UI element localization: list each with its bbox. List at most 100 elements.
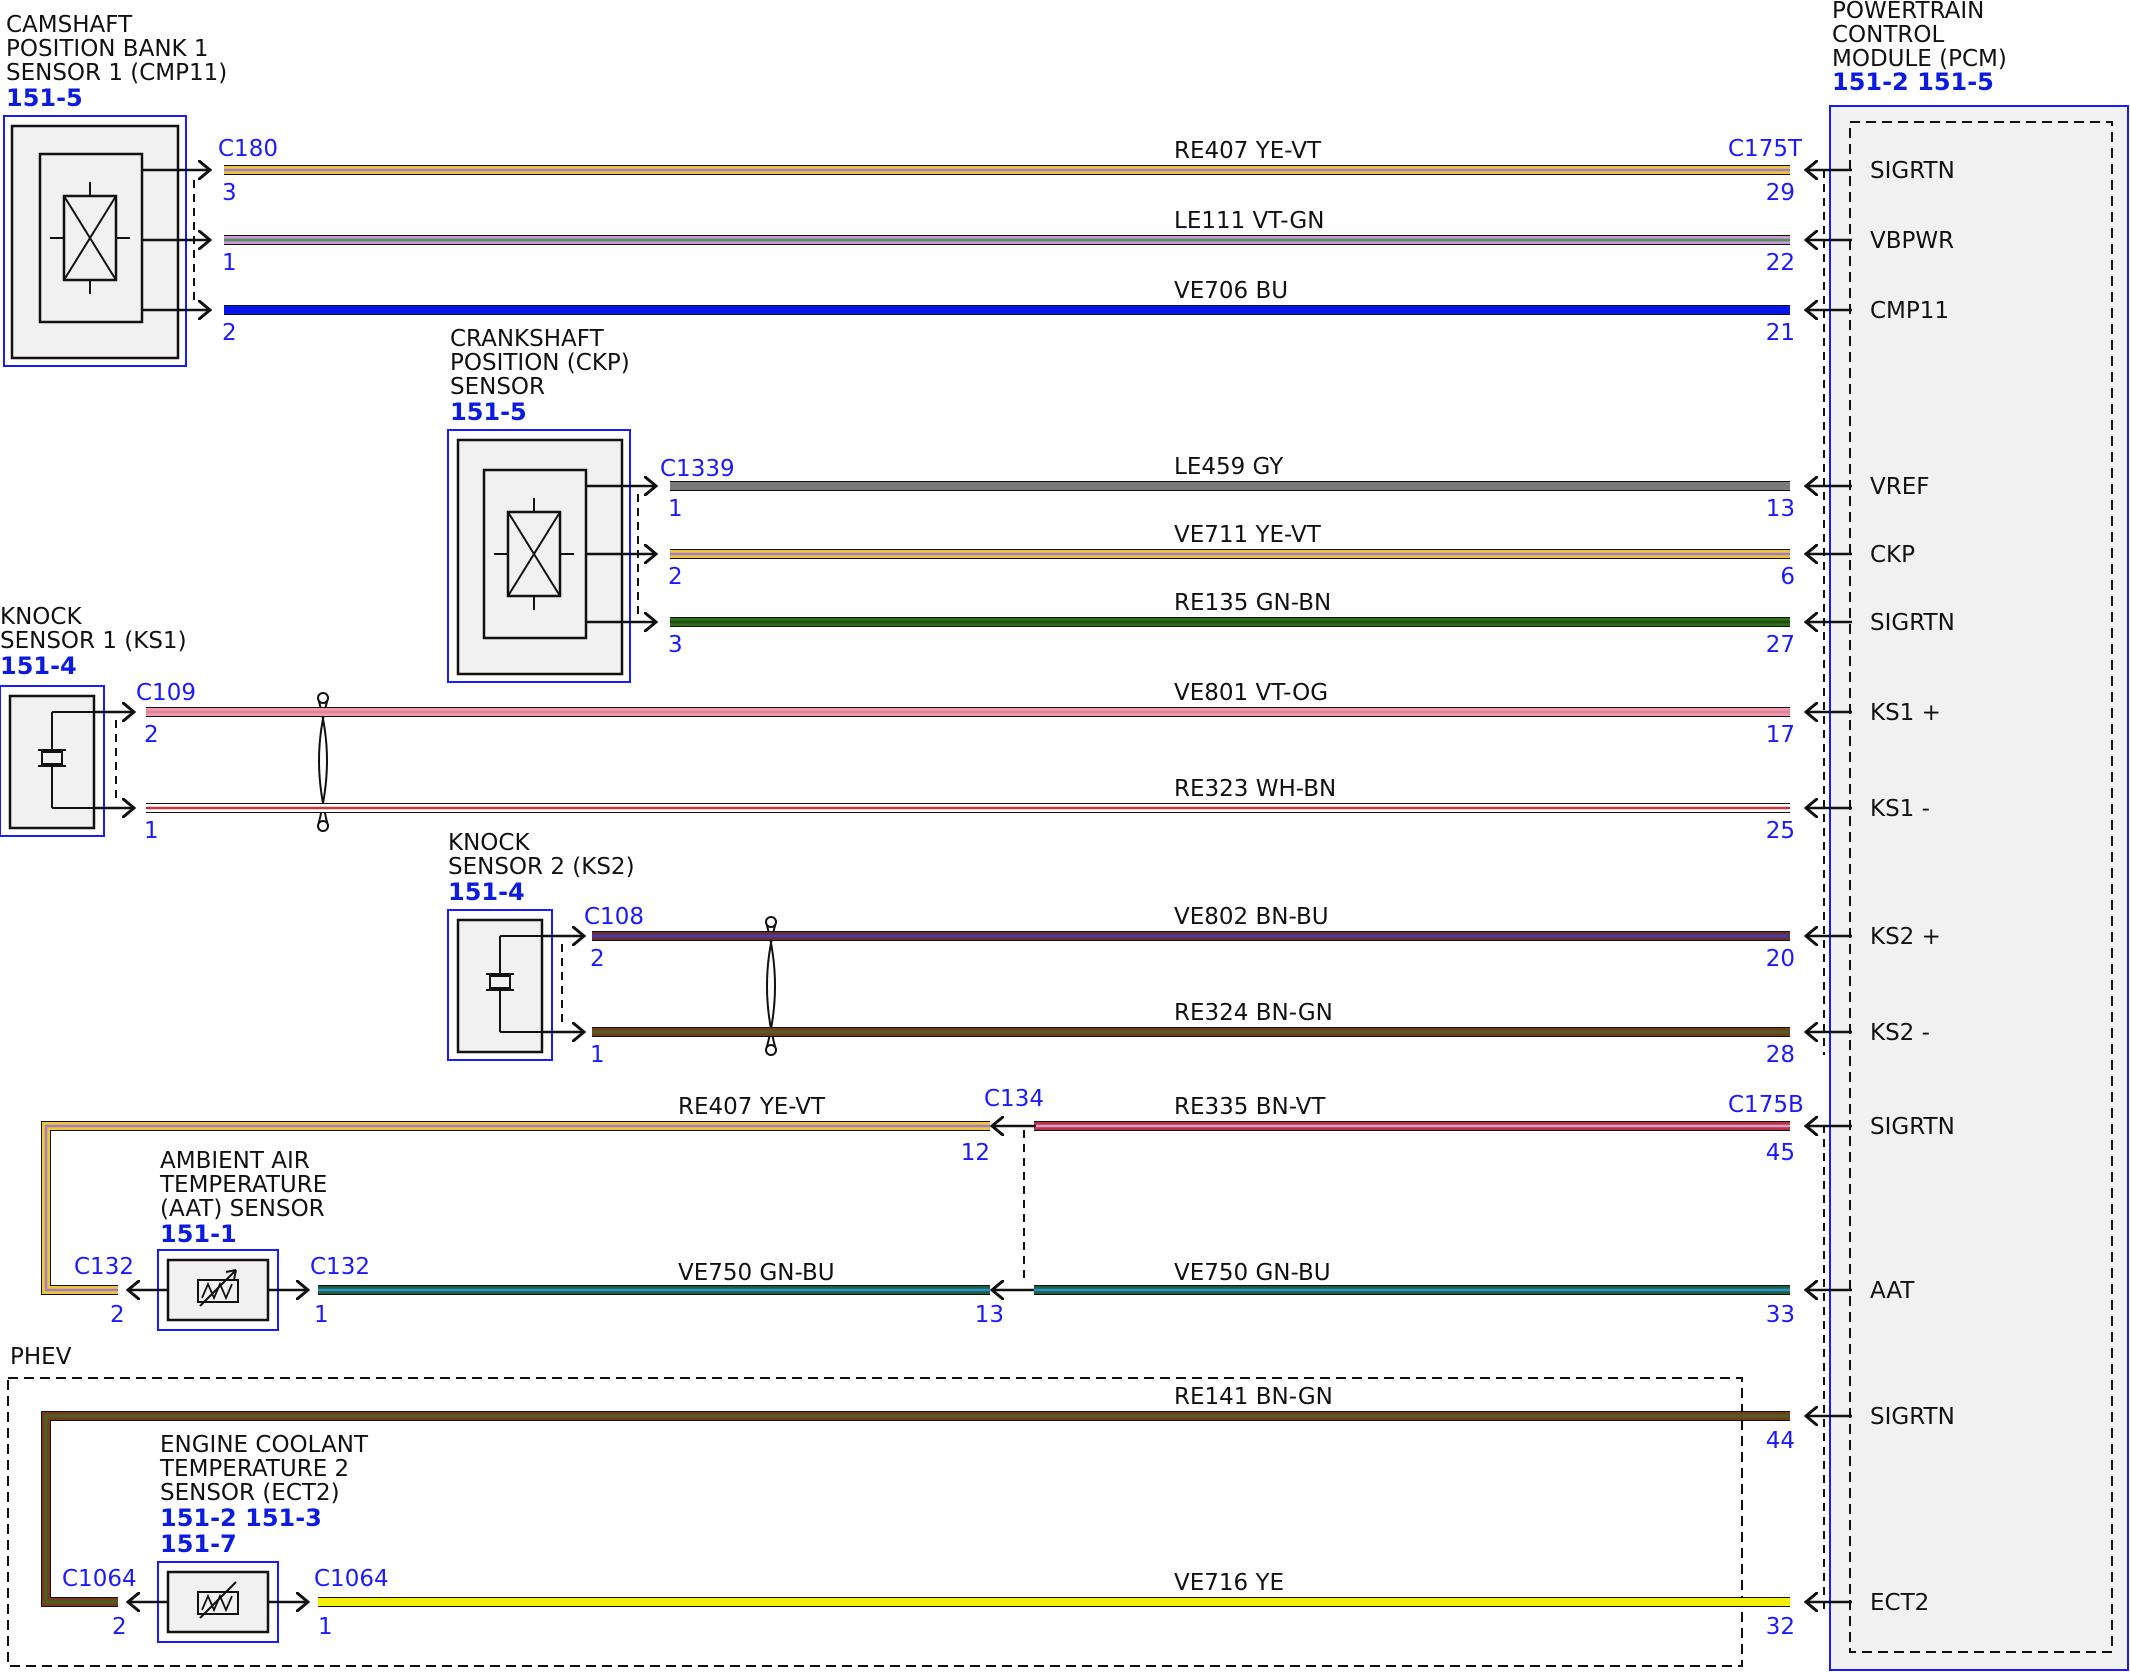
- wire-label: RE335 BN-VT: [1174, 1094, 1326, 1120]
- aat-title-line3: (AAT) SENSOR: [160, 1196, 325, 1222]
- pcm-pin-vbpwr: VBPWR: [1870, 228, 1954, 254]
- wire-to-pin: 6: [1780, 564, 1795, 590]
- ckp-title-line2: POSITION (CKP): [450, 350, 630, 376]
- ks1-title-line1: KNOCK: [0, 604, 82, 630]
- ect2-title-line3: SENSOR (ECT2): [160, 1480, 340, 1506]
- ect2-left-connector: C1064: [62, 1566, 137, 1592]
- thermistor-icon: [197, 1581, 239, 1619]
- wire-from-pin: 3: [222, 180, 237, 206]
- ks1-ref[interactable]: 151-4: [0, 652, 77, 680]
- aat-left-pin: 2: [110, 1302, 125, 1328]
- wire-from-pin: 13: [975, 1302, 1004, 1328]
- wire-label: VE750 GN-BU: [1174, 1260, 1331, 1286]
- hall-sensor-icon: [50, 182, 130, 294]
- ckp-title-line3: SENSOR: [450, 374, 545, 400]
- ect2-title-line1: ENGINE COOLANT: [160, 1432, 369, 1458]
- wire-to-pin: 44: [1766, 1428, 1795, 1454]
- wire-from-pin: 2: [668, 564, 683, 590]
- pcm-pin-ks1-: KS1 +: [1870, 700, 1941, 726]
- pcm-pin-ks1-: KS1 -: [1870, 796, 1930, 822]
- pcm-pin-sigrtn: SIGRTN: [1870, 158, 1955, 184]
- wire-label: RE135 GN-BN: [1174, 590, 1331, 616]
- c134-label: C134: [984, 1086, 1044, 1112]
- ks2-title-line2: SENSOR 2 (KS2): [448, 854, 635, 880]
- wire-label: VE802 BN-BU: [1174, 904, 1329, 930]
- wire-re407-aat: [41, 1121, 990, 1295]
- ect2-right-pin: 1: [318, 1614, 333, 1640]
- wire-from-pin: 1: [590, 1042, 605, 1068]
- aat-ref[interactable]: 151-1: [160, 1220, 237, 1248]
- aat-left-connector: C132: [74, 1254, 134, 1280]
- wire-to-pin: 33: [1766, 1302, 1795, 1328]
- pcm-connector-top: C175T: [1728, 136, 1803, 162]
- wire-to-pin: 25: [1766, 818, 1795, 844]
- wire-to-pin: 20: [1766, 946, 1795, 972]
- wire-label: RE407 YE-VT: [678, 1094, 826, 1120]
- wire-to-pin: 13: [1766, 496, 1795, 522]
- wire-from-pin: 1: [668, 496, 683, 522]
- aat-title-line2: TEMPERATURE: [159, 1172, 327, 1198]
- wire-from-pin: 1: [222, 250, 237, 276]
- wire-label: LE111 VT-GN: [1174, 208, 1324, 234]
- wire-to-pin: 21: [1766, 320, 1795, 346]
- wire-to-pin: 29: [1766, 180, 1795, 206]
- hall-sensor-icon: [494, 498, 574, 610]
- wire-to-pin: 22: [1766, 250, 1795, 276]
- wire-from-pin: 2: [590, 946, 605, 972]
- cmp11-connector: C180: [218, 136, 278, 162]
- pcm-pin-ks2-: KS2 +: [1870, 924, 1941, 950]
- pcm-module: POWERTRAIN CONTROL MODULE (PCM) 151-2 15…: [1728, 0, 2129, 1671]
- phev-label: PHEV: [10, 1344, 72, 1370]
- wire-label: VE706 BU: [1174, 278, 1288, 304]
- pcm-pin-sigrtn: SIGRTN: [1870, 610, 1955, 636]
- pcm-pin-sigrtn: SIGRTN: [1870, 1114, 1955, 1140]
- ect2-title-line2: TEMPERATURE 2: [159, 1456, 349, 1482]
- wire-to-pin: 32: [1766, 1614, 1795, 1640]
- pcm-pin-sigrtn: SIGRTN: [1870, 1404, 1955, 1430]
- wire-label: RE324 BN-GN: [1174, 1000, 1333, 1026]
- wire-to-pin: 45: [1766, 1140, 1795, 1166]
- ks1-connector: C109: [136, 680, 196, 706]
- pcm-pin-ckp: CKP: [1870, 542, 1915, 568]
- pcm-title-line2: CONTROL: [1832, 22, 1945, 48]
- aat-connector: C132: [310, 1254, 370, 1280]
- wire-from-pin: 1: [144, 818, 159, 844]
- wire-label: VE716 YE: [1174, 1570, 1284, 1596]
- ks2-ref[interactable]: 151-4: [448, 878, 525, 906]
- ect2-ref-2[interactable]: 151-7: [160, 1530, 237, 1558]
- c134-connector: C134: [984, 1086, 1044, 1280]
- aat-title-line1: AMBIENT AIR: [160, 1148, 310, 1174]
- phev-section: PHEV: [7, 1344, 1743, 1667]
- ks2-sensor: KNOCK SENSOR 2 (KS2) 151-4 C108: [447, 830, 777, 1061]
- pcm-pin-ks2-: KS2 -: [1870, 1020, 1930, 1046]
- wire-label: RE407 YE-VT: [1174, 138, 1322, 164]
- wire-label: LE459 GY: [1174, 454, 1284, 480]
- aat-sensor: AMBIENT AIR TEMPERATURE (AAT) SENSOR 151…: [74, 1148, 370, 1331]
- wire-to-pin: 27: [1766, 632, 1795, 658]
- ks2-connector: C108: [584, 904, 644, 930]
- wire-label: RE141 BN-GN: [1174, 1384, 1333, 1410]
- pcm-pin-vref: VREF: [1870, 474, 1929, 500]
- ect2-ref-1[interactable]: 151-2 151-3: [160, 1504, 322, 1532]
- cmp11-title-line2: POSITION BANK 1: [6, 36, 209, 62]
- ect2-left-pin: 2: [112, 1614, 127, 1640]
- wire-to-pin: 17: [1766, 722, 1795, 748]
- wire-from-pin: 2: [222, 320, 237, 346]
- ckp-ref[interactable]: 151-5: [450, 398, 527, 426]
- wire-to-pin: 28: [1766, 1042, 1795, 1068]
- aat-right-pin: 1: [314, 1302, 329, 1328]
- pcm-ref[interactable]: 151-2 151-5: [1832, 68, 1994, 96]
- cmp11-title-line1: CAMSHAFT: [6, 12, 133, 38]
- wire-from-pin: 12: [961, 1140, 990, 1166]
- cmp11-ref[interactable]: 151-5: [6, 84, 83, 112]
- cmp11-title-line3: SENSOR 1 (CMP11): [6, 60, 227, 86]
- pcm-pin-cmp11: CMP11: [1870, 298, 1949, 324]
- wire-from-pin: 3: [668, 632, 683, 658]
- ks1-title-line2: SENSOR 1 (KS1): [0, 628, 187, 654]
- wire-label: VE711 YE-VT: [1174, 522, 1322, 548]
- wire-label: VE801 VT-OG: [1174, 680, 1328, 706]
- pcm-title-line3: MODULE (PCM): [1832, 46, 2007, 72]
- ks1-sensor: KNOCK SENSOR 1 (KS1) 151-4 C109: [0, 604, 329, 837]
